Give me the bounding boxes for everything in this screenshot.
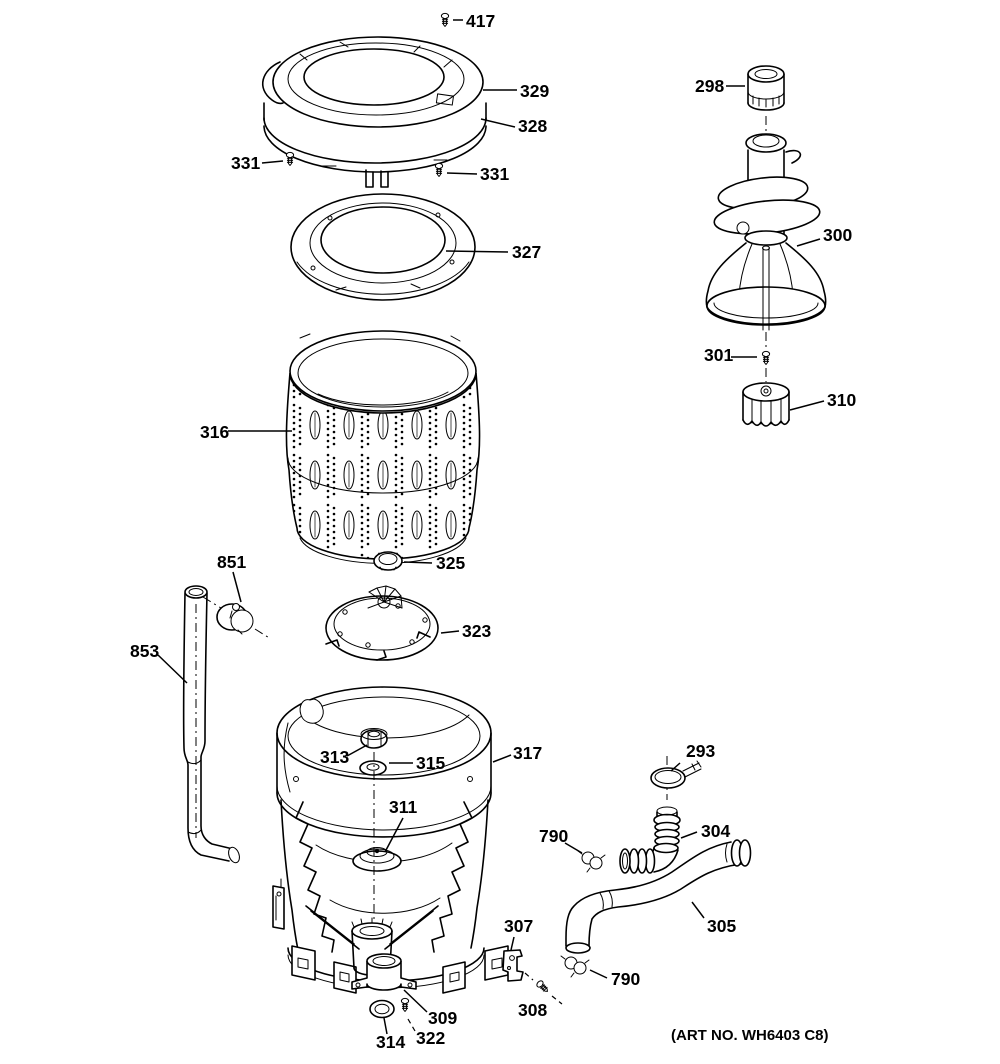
callout-314: 314	[376, 1032, 405, 1052]
callout-293: 293	[686, 741, 715, 761]
nut-325-drawing	[373, 551, 403, 571]
balance-ring-drawing	[290, 193, 476, 301]
tub-cover-drawing	[261, 36, 487, 188]
callout-417: 417	[466, 11, 495, 31]
callout-315: 315	[416, 753, 445, 773]
drain-hose-305-drawing	[565, 839, 752, 954]
screw-322-drawing	[400, 997, 410, 1012]
cap-298-drawing	[747, 65, 785, 111]
callout-311: 311	[389, 797, 417, 817]
callout-790-upper: 790	[539, 826, 568, 846]
screw-308-drawing	[524, 972, 563, 1005]
screw-331-left-drawing	[285, 151, 295, 166]
clamp-293-drawing	[650, 760, 702, 789]
callout-304: 304	[701, 821, 730, 841]
callout-328: 328	[518, 116, 547, 136]
leader-lines	[157, 19, 825, 1035]
ring-314-drawing	[369, 999, 395, 1019]
art-number-label: (ART NO. WH6403 C8)	[671, 1027, 829, 1044]
callout-323: 323	[462, 621, 491, 641]
callout-298: 298	[695, 76, 724, 96]
callout-790-lower: 790	[611, 969, 640, 989]
hub-323-drawing	[325, 585, 439, 661]
basket-drawing	[285, 330, 481, 564]
part-851-drawing	[202, 596, 272, 640]
screw-331-right-drawing	[434, 162, 444, 177]
callout-313: 313	[320, 747, 349, 767]
coupling-310-drawing	[742, 382, 790, 427]
callout-317: 317	[513, 743, 542, 763]
callout-851: 851	[217, 552, 246, 572]
callout-307: 307	[504, 916, 533, 936]
clip-790-lower-drawing	[560, 955, 590, 978]
screw-301-drawing	[761, 350, 771, 365]
agitator-300-drawing	[705, 133, 827, 331]
callout-331-right: 331	[480, 164, 509, 184]
callout-331-left: 331	[231, 153, 260, 173]
elbow-hose-304-drawing	[619, 806, 681, 874]
callout-310: 310	[827, 390, 856, 410]
outlet-309-drawing	[351, 953, 417, 991]
tub-317-drawing	[272, 686, 509, 994]
bracket-307-drawing	[502, 949, 524, 982]
tube-853-drawing	[182, 585, 240, 864]
callout-327: 327	[512, 242, 541, 262]
callout-300: 300	[823, 225, 852, 245]
callout-309: 309	[428, 1008, 457, 1028]
screw-417-drawing	[440, 12, 450, 27]
callout-325: 325	[436, 553, 465, 573]
callout-301: 301	[704, 345, 733, 365]
callout-853: 853	[130, 641, 159, 661]
callout-308: 308	[518, 1000, 547, 1020]
callout-322: 322	[416, 1028, 445, 1048]
clip-790-upper-drawing	[577, 850, 606, 873]
callout-329: 329	[520, 81, 549, 101]
callout-305: 305	[707, 916, 736, 936]
callout-316: 316	[200, 422, 229, 442]
